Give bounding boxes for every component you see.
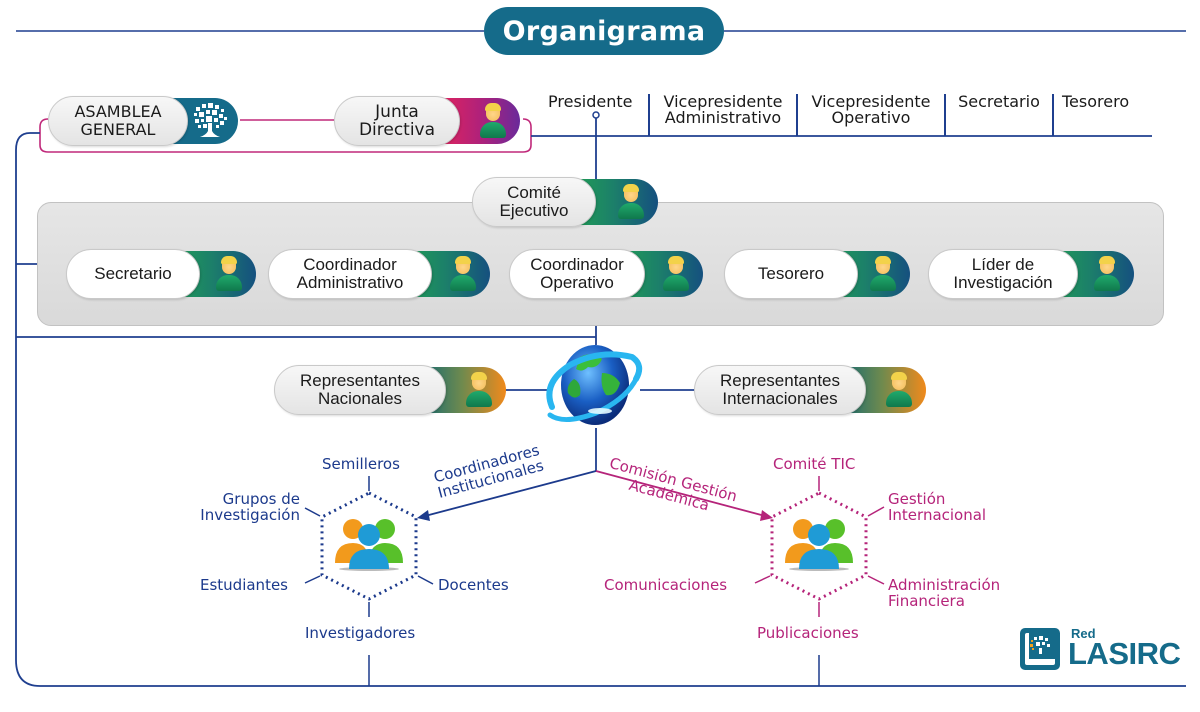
member-tesorero[interactable]: Tesorero [724,249,910,299]
comite-line1: Comité [507,183,561,202]
node-comite-tic[interactable]: Comité TIC [773,455,856,473]
node-publicaciones[interactable]: Publicaciones [757,624,859,642]
asamblea-line2: GENERAL [80,120,156,139]
node-investigadores[interactable]: Investigadores [305,624,416,642]
node-comunicaciones[interactable]: Comunicaciones [604,576,728,594]
member-secretario[interactable]: Secretario [66,249,256,299]
person-icon [450,256,476,291]
left-branch-arrowhead [417,510,430,521]
person-icon [618,184,644,219]
red-lasirc-logo: Red LASIRC [1020,626,1190,672]
role-tesorero[interactable]: Tesorero [1052,94,1148,136]
tree-icon [194,103,227,137]
person-icon [870,256,896,291]
left-hex-tick-ul [304,507,321,517]
left-hex-tick-lr [417,575,434,585]
person-icon [480,103,506,138]
page-title: Organigrama [484,7,724,55]
person-icon [663,256,689,291]
role-presidente[interactable]: Presidente [548,92,633,111]
junta-line1: Junta [375,102,419,122]
logo-lasirc-text: LASIRC [1068,636,1181,671]
right-hex-tick-lr [867,575,885,585]
person-icon [1094,256,1120,291]
node-semilleros[interactable]: Semilleros [322,455,400,473]
logo-tree-icon [1020,628,1060,670]
node-estudiantes[interactable]: Estudiantes [200,576,288,594]
right-hex-tick-ur [867,506,885,517]
left-hex-tick-ll [304,575,321,584]
asamblea-line1: ASAMBLEA [74,102,162,121]
globe-icon [546,345,643,425]
person-icon [216,256,242,291]
role-secretario[interactable]: Secretario [944,94,1052,136]
logo-red-text: Red [1071,626,1096,641]
right-branch-arrowhead [760,510,773,521]
comite-line2: Ejecutivo [499,201,569,220]
junta-line2: Directiva [358,120,436,140]
group-people-icon [335,519,403,571]
person-icon [466,372,492,407]
right-hex-tick-ll [754,575,771,584]
person-icon [886,372,912,407]
node-docentes[interactable]: Docentes [438,576,509,594]
group-people-icon [785,519,853,571]
